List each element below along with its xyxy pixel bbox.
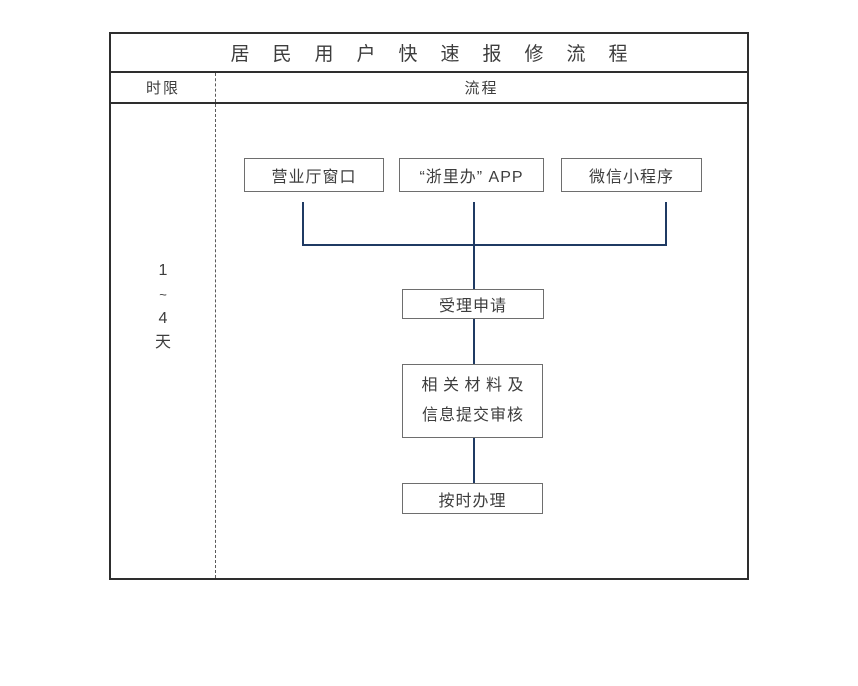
body-row: 1 ~ 4 天 营业厅窗口 “浙里办” APP 微信小程序 <box>111 104 747 578</box>
header-row: 时限 流程 <box>111 73 747 104</box>
time-limit-column-header: 时限 <box>111 73 216 102</box>
time-limit-cell: 1 ~ 4 天 <box>111 104 216 578</box>
flow-box-handle-on-time: 按时办理 <box>402 483 543 514</box>
time-limit-value-min: 1 <box>158 262 168 279</box>
page-title: 居民用户快速报修流程 <box>230 44 651 65</box>
connector-accept-to-materials-line <box>473 319 475 364</box>
flow-box-label: “浙里办” APP <box>419 169 524 186</box>
flow-box-label: 微信小程序 <box>588 169 674 186</box>
connector-left-drop-line <box>302 202 304 246</box>
flow-box-materials-review: 相关材料及 信息提交审核 <box>402 364 543 438</box>
flow-box-label-line2: 信息提交审核 <box>421 407 524 424</box>
flow-box-zheliban-app: “浙里办” APP <box>399 158 544 192</box>
flow-box-wechat-mini-program: 微信小程序 <box>561 158 702 192</box>
time-limit-value-max: 4 <box>158 310 168 327</box>
time-limit-tilde: ~ <box>159 287 167 302</box>
flow-box-business-hall: 营业厅窗口 <box>244 158 384 192</box>
connector-materials-to-handle-line <box>473 438 475 483</box>
connector-middle-drop-line <box>473 202 475 289</box>
process-flow-area: 营业厅窗口 “浙里办” APP 微信小程序 受理申请 相关材料及 <box>216 104 747 578</box>
flow-box-label: 按时办理 <box>438 492 507 510</box>
title-row: 居民用户快速报修流程 <box>111 34 747 73</box>
connector-right-drop-line <box>665 202 667 246</box>
flow-box-label-line1: 相关材料及 <box>421 377 529 394</box>
process-table: 居民用户快速报修流程 时限 流程 1 ~ 4 天 营业厅窗口 “浙里办” APP <box>109 32 749 580</box>
connector-merge-horizontal-line <box>302 244 667 246</box>
flow-box-accept-application: 受理申请 <box>402 289 544 319</box>
flow-box-label: 营业厅窗口 <box>271 169 357 186</box>
flow-box-label: 受理申请 <box>438 298 507 315</box>
process-column-header: 流程 <box>464 80 499 97</box>
time-limit-unit: 天 <box>154 334 171 351</box>
